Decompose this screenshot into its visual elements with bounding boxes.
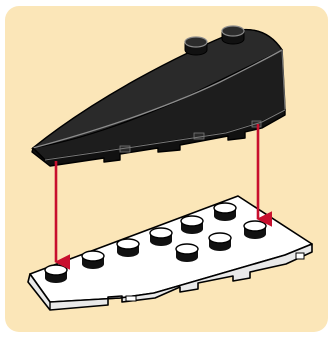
- plate-notch: [296, 253, 304, 259]
- stud: [185, 37, 207, 55]
- stud: [209, 233, 231, 251]
- stud: [45, 265, 67, 283]
- stud: [176, 244, 198, 262]
- stud: [117, 239, 139, 257]
- white-wedge-plate: [28, 196, 312, 310]
- plate-notch: [126, 296, 136, 301]
- stud: [82, 251, 104, 269]
- stud: [222, 26, 244, 44]
- plate-top-face: [30, 196, 312, 302]
- stud: [214, 203, 236, 221]
- stud: [150, 228, 172, 246]
- stud: [244, 221, 266, 239]
- black-wedge-slope-piece: [32, 30, 285, 166]
- stud: [181, 216, 203, 234]
